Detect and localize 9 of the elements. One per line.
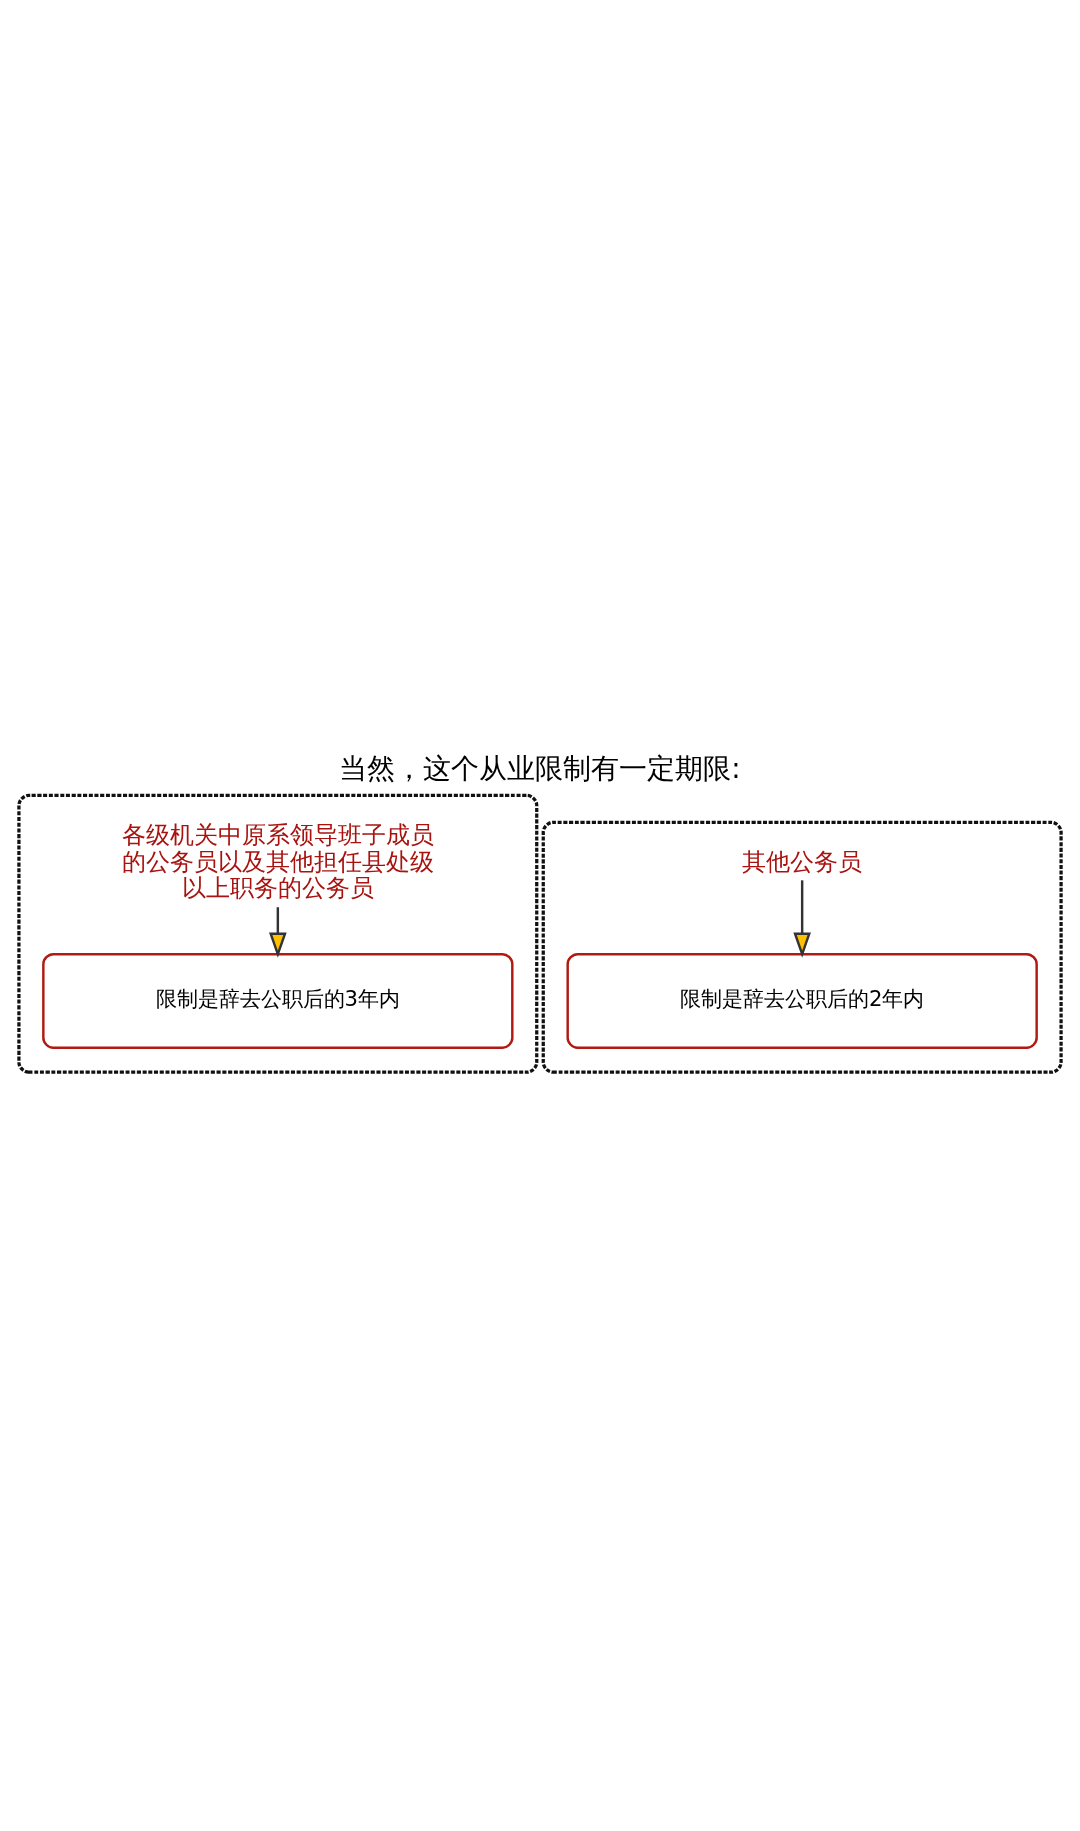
arrow	[793, 880, 811, 958]
node-box: 限制是辞去公职后的3年内	[42, 952, 514, 1049]
cluster	[17, 793, 539, 1074]
arrow	[269, 907, 287, 958]
diagram-title: 当然，这个从业限制有一定期限:	[339, 751, 741, 785]
node-text: 各级机关中原系领导班子成员的公务员以及其他担任县处级以上职务的公务员	[121, 819, 434, 903]
cluster	[541, 820, 1063, 1074]
node-text: 其他公务员	[742, 846, 863, 876]
node-box: 限制是辞去公职后的2年内	[566, 952, 1038, 1049]
